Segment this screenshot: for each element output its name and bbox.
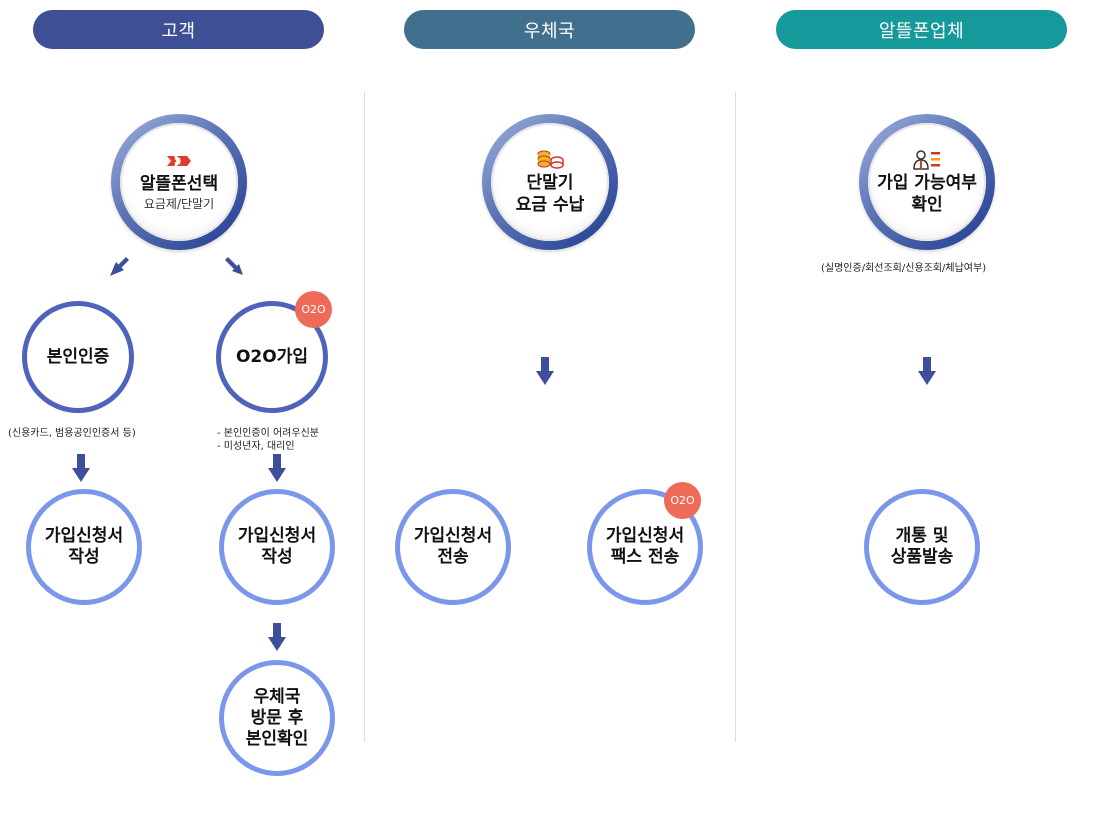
- arrow-down-left-icon: [110, 257, 129, 276]
- column-divider-left: [364, 92, 365, 742]
- o2o-badge: O2O: [295, 291, 332, 328]
- payment-title-2: 요금 수납: [515, 194, 585, 215]
- mvno-select-title: 알뜰폰선택: [139, 173, 219, 194]
- visit-confirm-label: 우체국 방문 후 본인확인: [245, 686, 309, 749]
- mvno-header: 알뜰폰업체: [776, 10, 1067, 49]
- arrow-down-icon: [536, 357, 554, 385]
- arrow-down-icon: [268, 623, 286, 651]
- form-write-step-left: 가입신청서 작성: [26, 489, 142, 605]
- phone-select-icon: [165, 153, 193, 171]
- form-send-step: 가입신청서 전송: [395, 489, 511, 605]
- post-office-header: 우체국: [404, 10, 695, 49]
- o2o-join-label: O2O가입: [235, 346, 308, 367]
- eligibility-check-step: 가입 가능여부 확인: [859, 114, 995, 250]
- self-auth-label: 본인인증: [46, 346, 110, 367]
- arrow-down-right-icon: [225, 257, 243, 275]
- eligibility-note: (실명인증/회선조회/신용조회/체납여부): [821, 263, 987, 274]
- activation-step: 개통 및 상품발송: [864, 489, 980, 605]
- form-write-step-right: 가입신청서 작성: [219, 489, 335, 605]
- customer-header: 고객: [33, 10, 324, 49]
- column-divider-right: [735, 92, 736, 742]
- activation-label: 개통 및 상품발송: [890, 526, 954, 567]
- eligibility-title-1: 가입 가능여부: [877, 172, 977, 193]
- form-fax-label: 가입신청서 팩스 전송: [605, 526, 685, 567]
- mvno-select-step: 알뜰폰선택 요금제/단말기: [111, 114, 247, 250]
- o2o-note-1: - 본인인증이 어려우신분: [217, 428, 319, 439]
- coins-icon: [535, 149, 565, 171]
- person-checklist-icon: [912, 149, 942, 171]
- o2o-badge: O2O: [664, 482, 701, 519]
- o2o-note-2: - 미성년자, 대리인: [217, 441, 295, 452]
- arrow-down-icon: [72, 454, 90, 482]
- arrow-down-icon: [918, 357, 936, 385]
- mvno-select-subtitle: 요금제/단말기: [143, 196, 215, 211]
- self-auth-step: 본인인증: [22, 301, 134, 413]
- form-send-label: 가입신청서 전송: [413, 526, 493, 567]
- arrow-down-icon: [268, 454, 286, 482]
- visit-confirm-step: 우체국 방문 후 본인확인: [219, 660, 335, 776]
- payment-title-1: 단말기: [526, 172, 574, 193]
- self-auth-note: (신용카드, 범용공인인증서 등): [8, 428, 136, 439]
- payment-step: 단말기 요금 수납: [482, 114, 618, 250]
- form-write-label: 가입신청서 작성: [237, 526, 317, 567]
- form-write-label: 가입신청서 작성: [44, 526, 124, 567]
- eligibility-title-2: 확인: [911, 194, 943, 215]
